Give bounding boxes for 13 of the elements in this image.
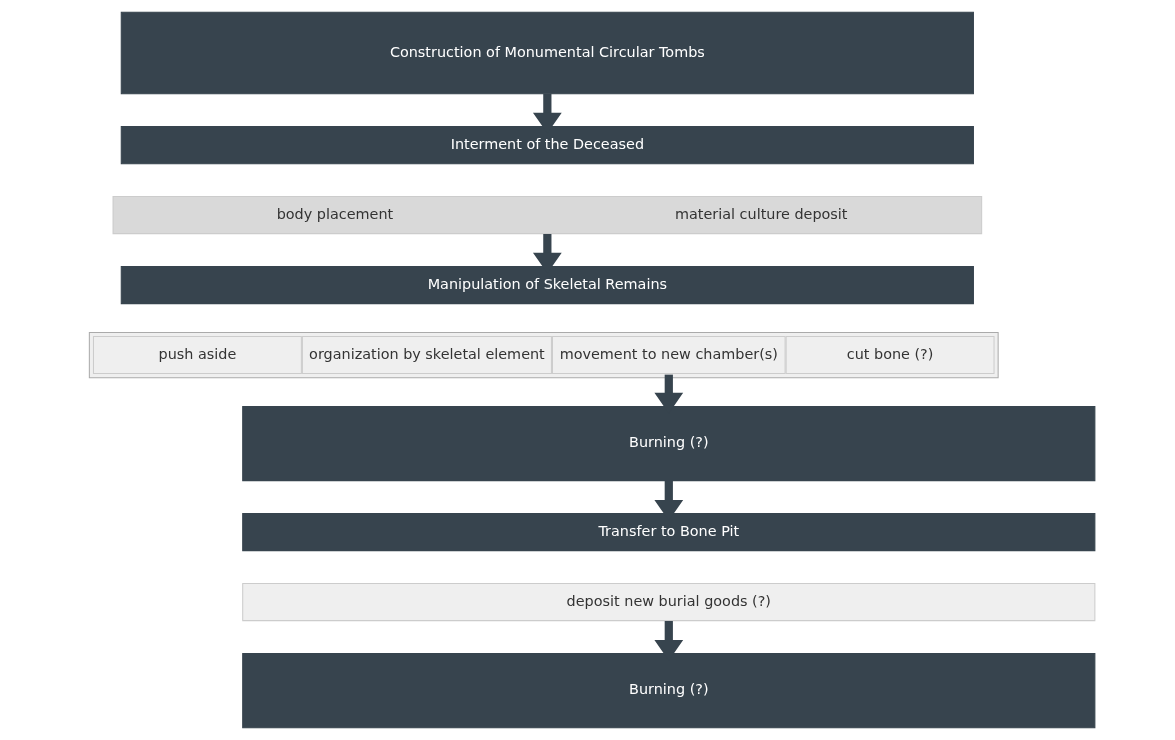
- cluster: [88, 331, 999, 379]
- node-box: movement to new chamber(s): [551, 336, 786, 375]
- node-box: Interment of the Deceased: [120, 126, 974, 165]
- node-box: Burning (?): [241, 653, 1095, 729]
- node-box: Burning (?): [241, 406, 1095, 482]
- node-box: organization by skeletal element: [301, 336, 552, 375]
- node-box: push aside: [92, 336, 302, 375]
- node-box: Manipulation of Skeletal Remains: [120, 266, 974, 305]
- node-box: deposit new burial goods (?): [241, 583, 1095, 622]
- node-box: cut bone (?): [785, 336, 995, 375]
- node-box: body placement material culture deposit: [112, 196, 982, 235]
- node-box: Transfer to Bone Pit: [241, 513, 1095, 552]
- node-box: Construction of Monumental Circular Tombs: [120, 11, 974, 95]
